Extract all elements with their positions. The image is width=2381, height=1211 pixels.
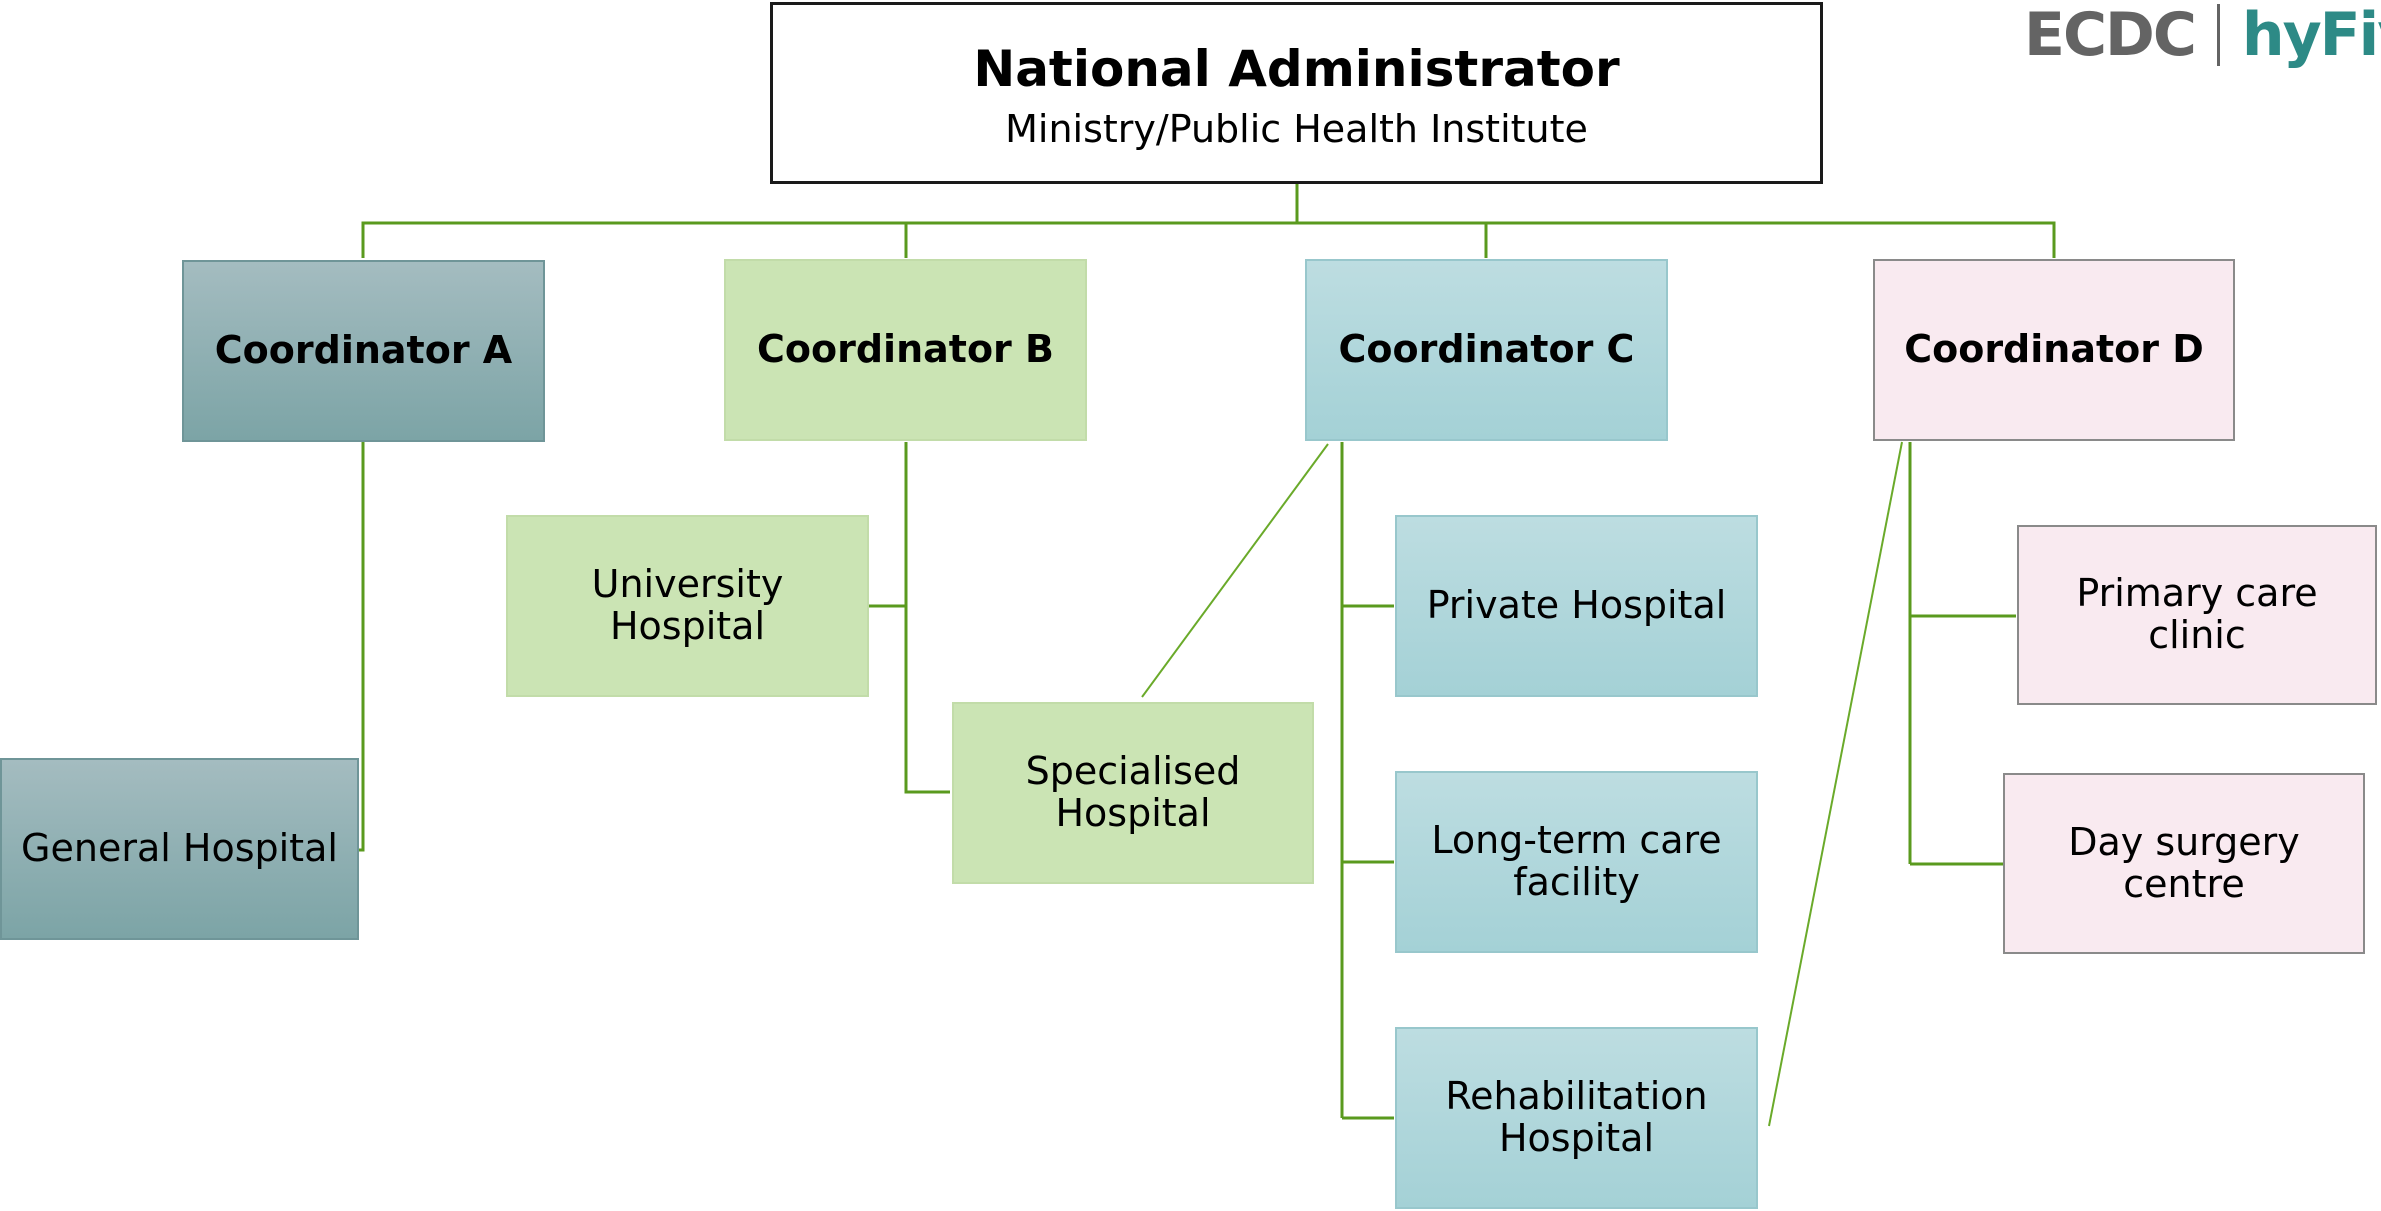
coordinator-c-label: Coordinator C	[1338, 327, 1635, 372]
primary-care-clinic-label: Primary care clinic	[2076, 571, 2318, 657]
national-administrator-title: National Administrator	[973, 39, 1620, 98]
coordinator-c-box: Coordinator C	[1305, 259, 1668, 441]
general-hospital-label: General Hospital	[21, 826, 338, 871]
coordinator-d-label: Coordinator D	[1904, 327, 2204, 372]
diagonal-coordinator-d-rehabilitation	[1768, 441, 1903, 1127]
university-hospital-label: University Hospital	[591, 562, 784, 648]
university-hospital-box: University Hospital	[506, 515, 869, 697]
private-hospital-box: Private Hospital	[1395, 515, 1758, 697]
coordinator-b-label: Coordinator B	[757, 327, 1054, 372]
coordinator-bus	[361, 221, 2056, 258]
logo-divider	[2216, 4, 2220, 66]
coordinator-a-label: Coordinator A	[214, 328, 513, 373]
coordinator-d-box: Coordinator D	[1873, 259, 2235, 441]
specialised-hospital-label: Specialised Hospital	[1025, 749, 1241, 835]
long-term-care-box: Long-term care facility	[1395, 771, 1758, 953]
rehabilitation-hospital-label: Rehabilitation Hospital	[1445, 1074, 1708, 1160]
national-administrator-box: National Administrator Ministry/Public H…	[770, 2, 1823, 184]
logo-hyfive-text: hyFive	[2241, 0, 2381, 70]
rehabilitation-hospital-box: Rehabilitation Hospital	[1395, 1027, 1758, 1209]
coordinator-b-box: Coordinator B	[724, 259, 1087, 441]
ecdc-hyfive-logo: ECDC hyFive	[2024, 0, 2381, 70]
primary-care-clinic-box: Primary care clinic	[2017, 525, 2377, 705]
coordinator-a-box: Coordinator A	[182, 260, 545, 442]
coordinator-a-connector	[358, 442, 365, 852]
national-administrator-subtitle: Ministry/Public Health Institute	[1005, 106, 1588, 151]
coordinator-b-connector	[904, 442, 950, 794]
general-hospital-box: General Hospital	[0, 758, 359, 940]
private-hospital-label: Private Hospital	[1426, 583, 1727, 628]
logo-ecdc-text: ECDC	[2024, 0, 2197, 70]
diagonal-coordinator-c-specialised	[1141, 443, 1329, 698]
day-surgery-centre-label: Day surgery centre	[2068, 819, 2300, 906]
specialised-hospital-box: Specialised Hospital	[952, 702, 1314, 884]
long-term-care-label: Long-term care facility	[1431, 818, 1722, 904]
day-surgery-centre-box: Day surgery centre	[2003, 773, 2365, 954]
